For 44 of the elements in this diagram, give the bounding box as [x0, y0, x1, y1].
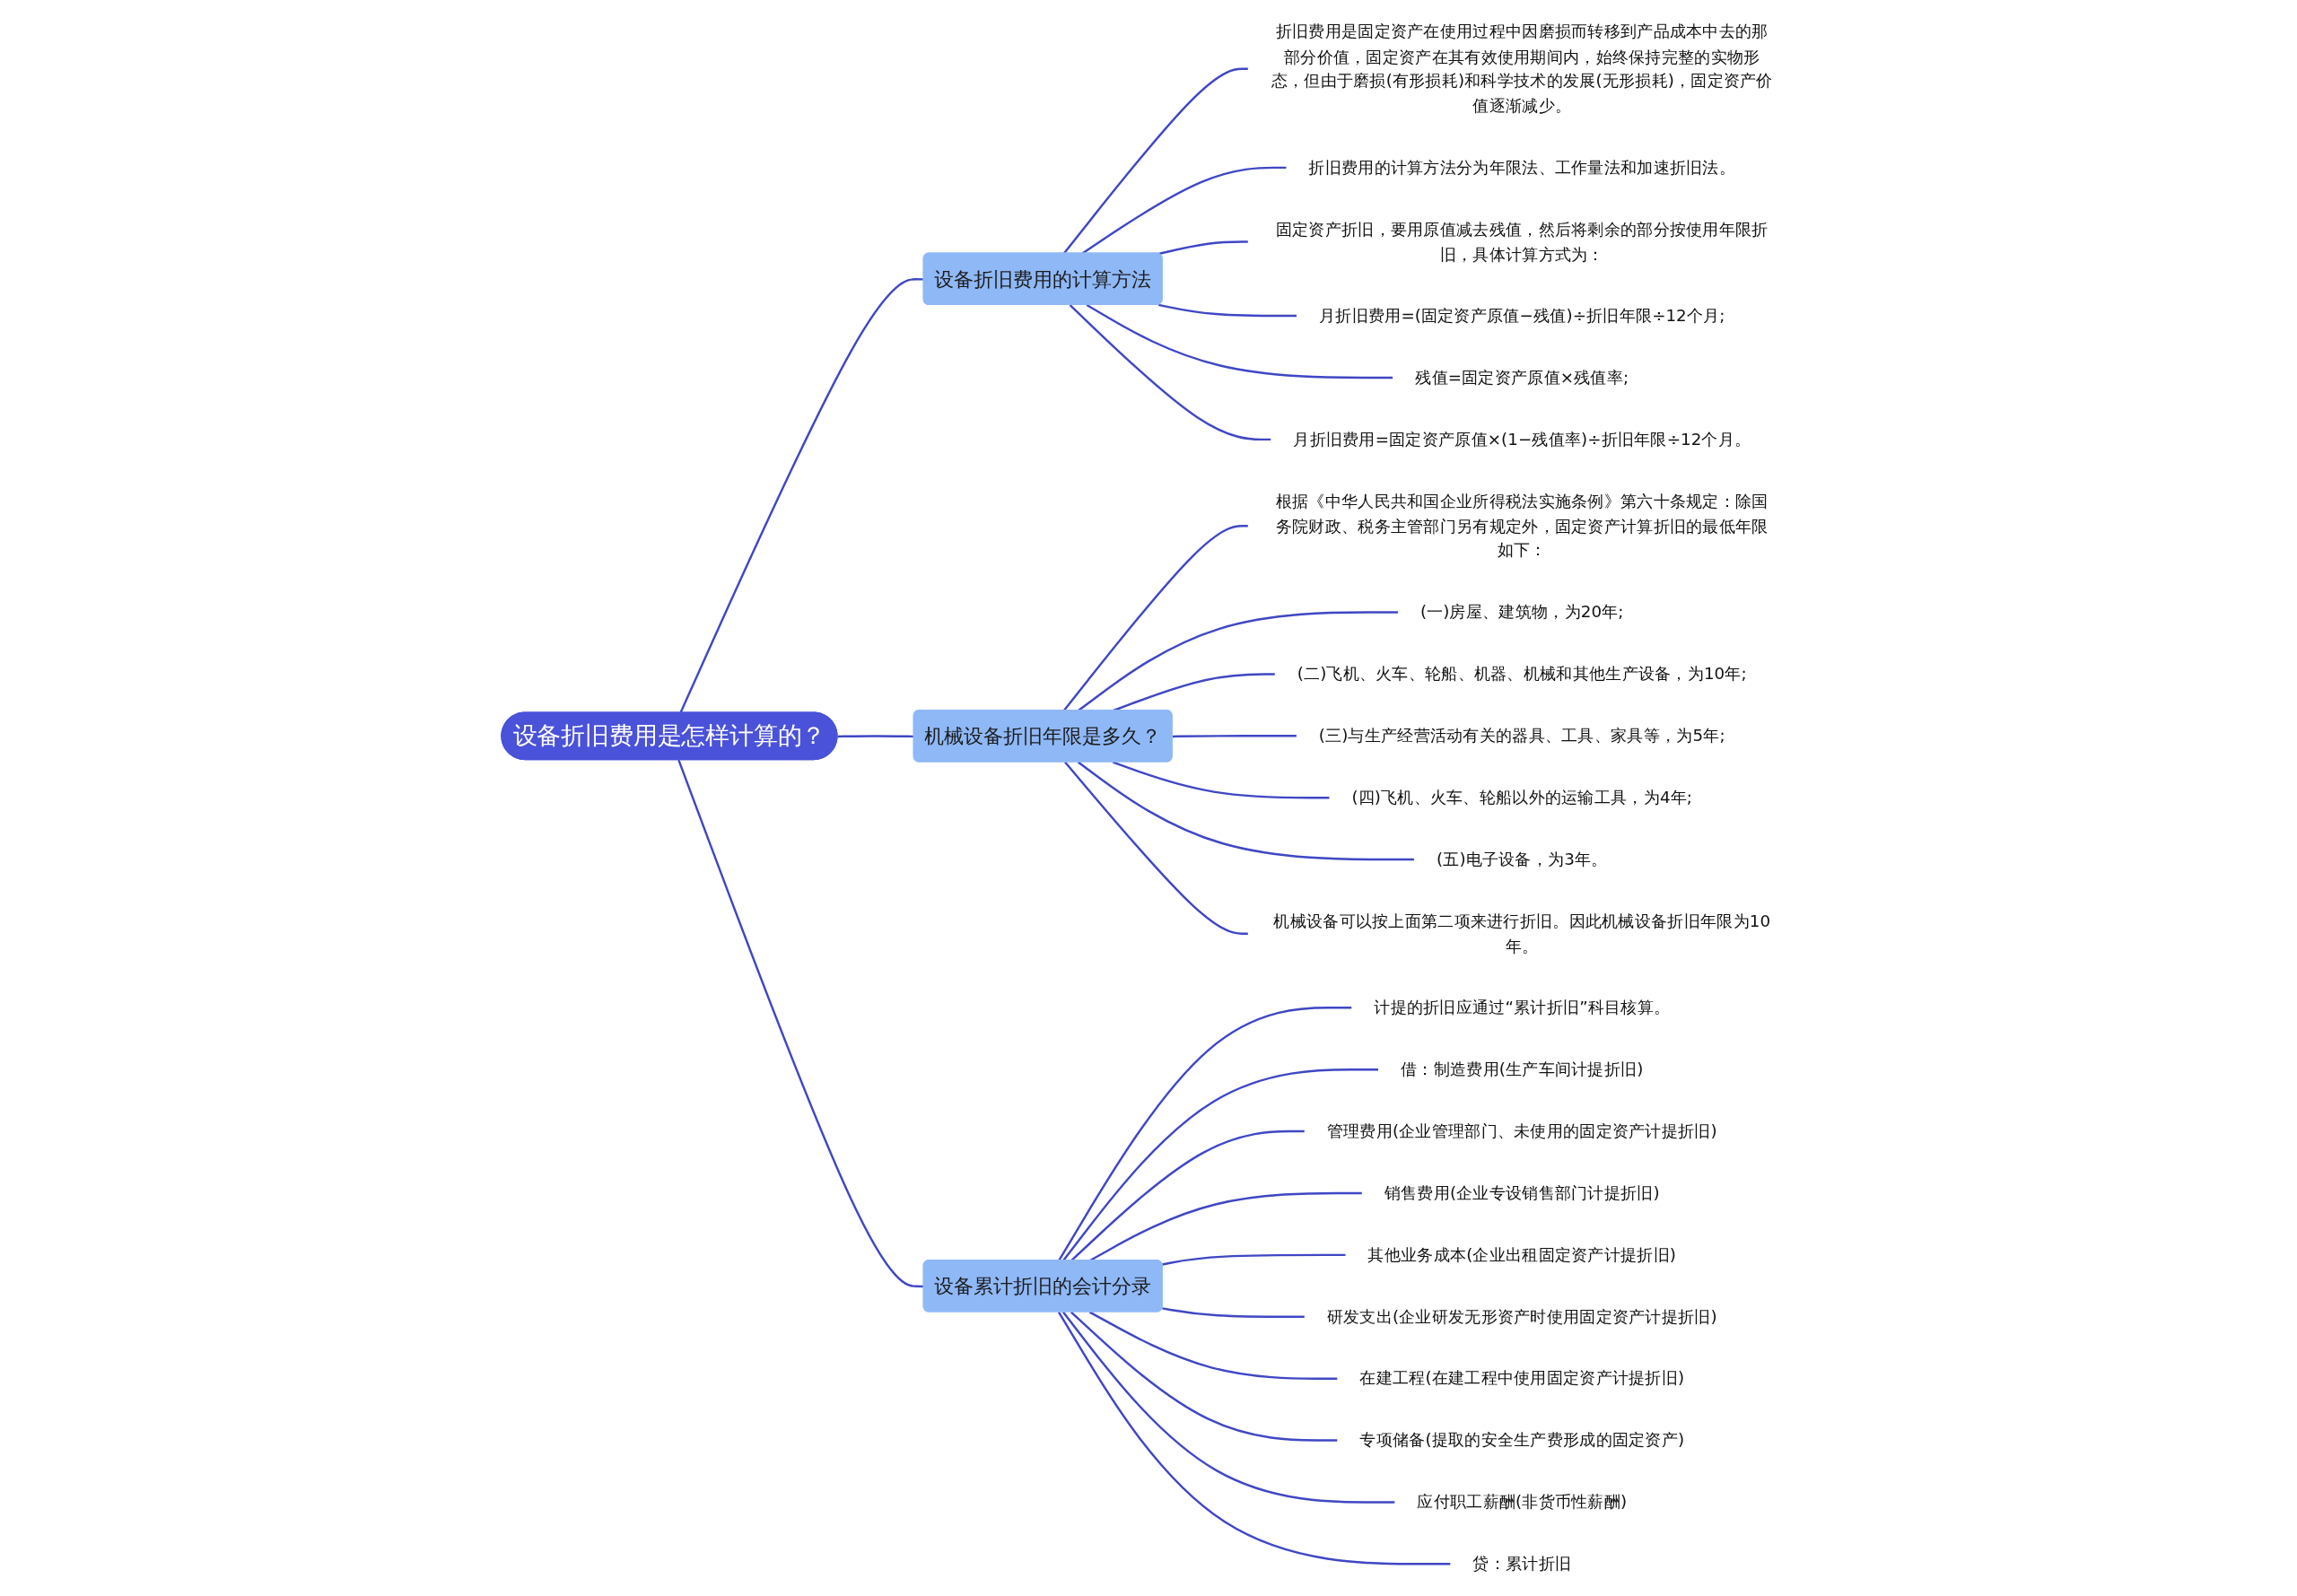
node-text: 在建工程(在建工程中使用固定资产计提折旧) [1359, 1368, 1685, 1389]
node-text: 残值=固定资产原值×残值率; [1415, 367, 1629, 388]
node-text: 折旧费用的计算方法分为年限法、工作量法和加速折旧法。 [1308, 157, 1735, 178]
connector [1112, 761, 1331, 799]
node-text: (一)房屋、建筑物，为20年; [1419, 602, 1624, 623]
node-text: 折旧费用是固定资产在使用过程中因磨损而转移到产品成本中去的那部分价值，固定资产在其有效使用期间内，始终保持完整的实物形态，但由于磨损(有形损耗)和科学技术的发展(无形损耗)，固定资产价值逐渐减少。 [1271, 22, 1773, 116]
connector [837, 735, 914, 738]
connector [1077, 761, 1415, 861]
connector [1157, 303, 1297, 318]
node-text: 应付职工薪酬(非货币性薪酬) [1417, 1492, 1628, 1513]
connector [1081, 166, 1288, 255]
node-text: (三)与生产经营活动有关的器具、工具、家具等，为5年; [1318, 726, 1725, 746]
node-text: 专项储备(提取的安全生产费形成的固定资产) [1359, 1430, 1685, 1451]
node-text: (五)电子设备，为3年。 [1436, 849, 1608, 869]
connector [1162, 1307, 1306, 1318]
node-text: 机械设备可以按上面第二项来进行折旧。因此机械设备折旧年限为10年。 [1273, 911, 1771, 956]
connector [1062, 67, 1249, 255]
connector [1162, 1253, 1347, 1266]
connector [1057, 1007, 1352, 1261]
node-text: 计提的折旧应通过“累计折旧”科目核算。 [1374, 998, 1671, 1017]
node-text: 销售费用(企业专设销售部门计提折旧) [1384, 1182, 1660, 1203]
node-text: 研发支出(企业研发无形资产时使用固定资产计提折旧) [1326, 1306, 1717, 1327]
connector [1062, 524, 1249, 711]
node-text: 其他业务成本(企业出租固定资产计提折旧) [1367, 1244, 1676, 1265]
connector [1088, 1311, 1338, 1380]
connector [1057, 1311, 1451, 1565]
node-text: 管理费用(企业管理部门、未使用的固定资产计提折旧) [1326, 1121, 1717, 1141]
connector [1172, 735, 1297, 738]
node-text: (四)飞机、火车、轮船以外的运输工具，为4年; [1351, 787, 1693, 807]
node-text: (二)飞机、火车、轮船、机器、机械和其他生产设备，为10年; [1297, 664, 1747, 685]
node-text: 借：制造费用(生产车间计提折旧) [1401, 1059, 1644, 1079]
connector [1069, 304, 1271, 441]
connector [1157, 240, 1249, 256]
node-text: 月折旧费用=固定资产原值×(1−残值率)÷折旧年限÷12个月。 [1293, 429, 1751, 449]
connector [1062, 1311, 1395, 1504]
node-text: 贷：累计折旧 [1472, 1554, 1572, 1574]
node-text: 根据《中华人民共和国企业所得税法实施条例》第六十条规定：除国务院财政、税务主管部门另有规定外，固定资产计算折旧的最低年限如下： [1275, 491, 1769, 561]
connector [677, 759, 924, 1288]
node-text: 固定资产折旧，要用原值减去残值，然后将剩余的部分按使用年限折旧，具体计算方式为： [1275, 219, 1769, 264]
connector [1086, 304, 1393, 379]
connector [1070, 1311, 1338, 1442]
connector [679, 278, 924, 714]
connector [1064, 761, 1249, 935]
node-text: 月折旧费用=(固定资产原值−残值)÷折旧年限÷12个月; [1318, 305, 1725, 326]
